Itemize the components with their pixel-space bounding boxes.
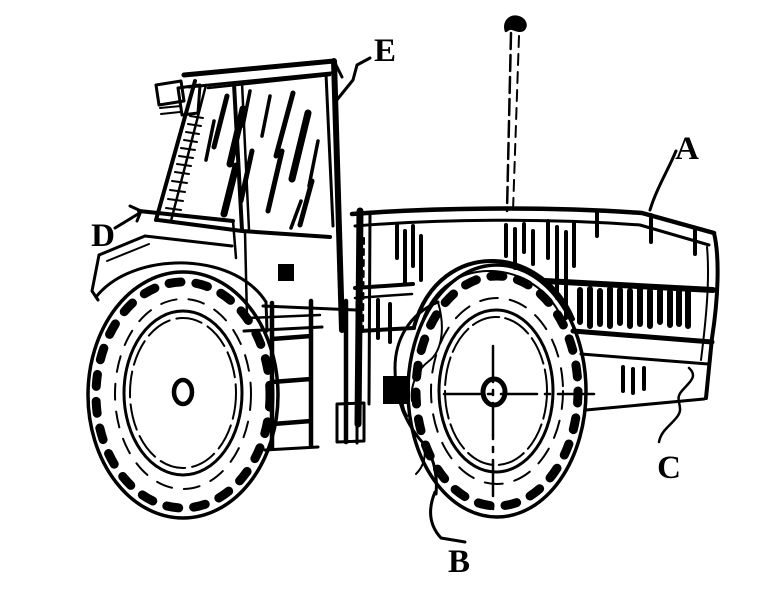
front-sidewall-ring bbox=[114, 298, 252, 490]
bed-hatch-band bbox=[577, 286, 691, 329]
window-divider bbox=[232, 82, 244, 232]
rear-tire-tread bbox=[411, 271, 583, 511]
door-lower-panel bbox=[243, 230, 322, 320]
windshield-pillar-inner bbox=[169, 83, 208, 223]
side-mirror-bracket bbox=[176, 83, 202, 117]
bed-front-wall-inner bbox=[367, 210, 372, 406]
hood-right-edge bbox=[231, 219, 238, 260]
bed-mid-rail-left-inner bbox=[353, 292, 414, 300]
step-ladder bbox=[269, 298, 314, 451]
side-mirror bbox=[154, 79, 186, 107]
hood-bottom bbox=[143, 234, 234, 248]
front-wheel bbox=[86, 270, 280, 520]
cargo-bed bbox=[349, 206, 720, 428]
antenna-tip bbox=[504, 15, 527, 33]
door-handle bbox=[278, 264, 294, 281]
tank-lower-edge bbox=[415, 442, 426, 475]
callout-label-d: D bbox=[91, 218, 115, 254]
window-top-frame bbox=[206, 73, 332, 90]
leader-line-e bbox=[334, 56, 372, 103]
leader-line-a bbox=[648, 149, 678, 212]
front-slope bbox=[97, 234, 147, 257]
antenna bbox=[504, 15, 527, 213]
bed-hatch-strokes bbox=[376, 210, 697, 395]
rear-rim bbox=[437, 308, 555, 474]
bed-lower-rail-inner bbox=[579, 352, 710, 366]
hood-front-corner bbox=[128, 204, 143, 223]
cab-roof-inner bbox=[187, 71, 333, 89]
bed-front-wall-scribble bbox=[362, 237, 365, 333]
rear-wheel bbox=[406, 263, 596, 519]
cab-rear-pillar bbox=[331, 58, 345, 333]
window-sill bbox=[156, 218, 332, 239]
rear-rim-inner bbox=[444, 316, 548, 466]
rear-sidewall-ring bbox=[430, 297, 564, 485]
windshield-pillar bbox=[154, 79, 197, 222]
callout-label-e: E bbox=[374, 33, 396, 69]
leader-line-d bbox=[113, 212, 140, 230]
bed-mid-rail-right bbox=[542, 278, 716, 293]
front-rim-inner bbox=[129, 317, 237, 469]
chassis bbox=[242, 298, 366, 452]
tank-shade-stroke bbox=[399, 384, 408, 418]
callout-label-c: C bbox=[657, 450, 681, 486]
cab-rear-pillar-inner bbox=[324, 72, 335, 228]
bed-right-edge-inner bbox=[700, 246, 710, 361]
front-slope-inner bbox=[106, 243, 150, 262]
glass-streaks-medium bbox=[211, 90, 315, 228]
antenna-mast-inner bbox=[512, 35, 520, 212]
front-hub bbox=[171, 377, 195, 407]
support-foot-box bbox=[335, 401, 366, 444]
bed-right-edge bbox=[704, 231, 720, 400]
bed-top-rail bbox=[349, 206, 717, 236]
bed-lower-rail bbox=[570, 328, 715, 345]
hood-top bbox=[137, 209, 235, 223]
callout-label-b: B bbox=[448, 544, 470, 580]
bed-top-rail-inner bbox=[353, 218, 711, 247]
bed-bottom-edge bbox=[584, 397, 706, 412]
cab-bottom-line bbox=[242, 325, 324, 333]
callout-label-a: A bbox=[675, 131, 699, 167]
ladder-foot bbox=[263, 445, 320, 452]
tank-inner-ridge bbox=[410, 301, 443, 402]
antenna-mast bbox=[505, 31, 513, 213]
callouts: A B C D E bbox=[91, 33, 699, 580]
glass-streaks-thin bbox=[204, 89, 320, 230]
glass-streaks-thick bbox=[220, 105, 312, 218]
cab bbox=[154, 58, 345, 333]
front-tire bbox=[86, 270, 280, 520]
cab-roof bbox=[181, 58, 337, 78]
pillar-hatch-strokes bbox=[159, 105, 204, 211]
front-rim bbox=[122, 309, 244, 477]
leader-line-c bbox=[657, 366, 695, 444]
front-wheel-arch bbox=[94, 261, 268, 304]
tank-assembly bbox=[383, 300, 443, 496]
leader-line-b bbox=[429, 490, 467, 544]
